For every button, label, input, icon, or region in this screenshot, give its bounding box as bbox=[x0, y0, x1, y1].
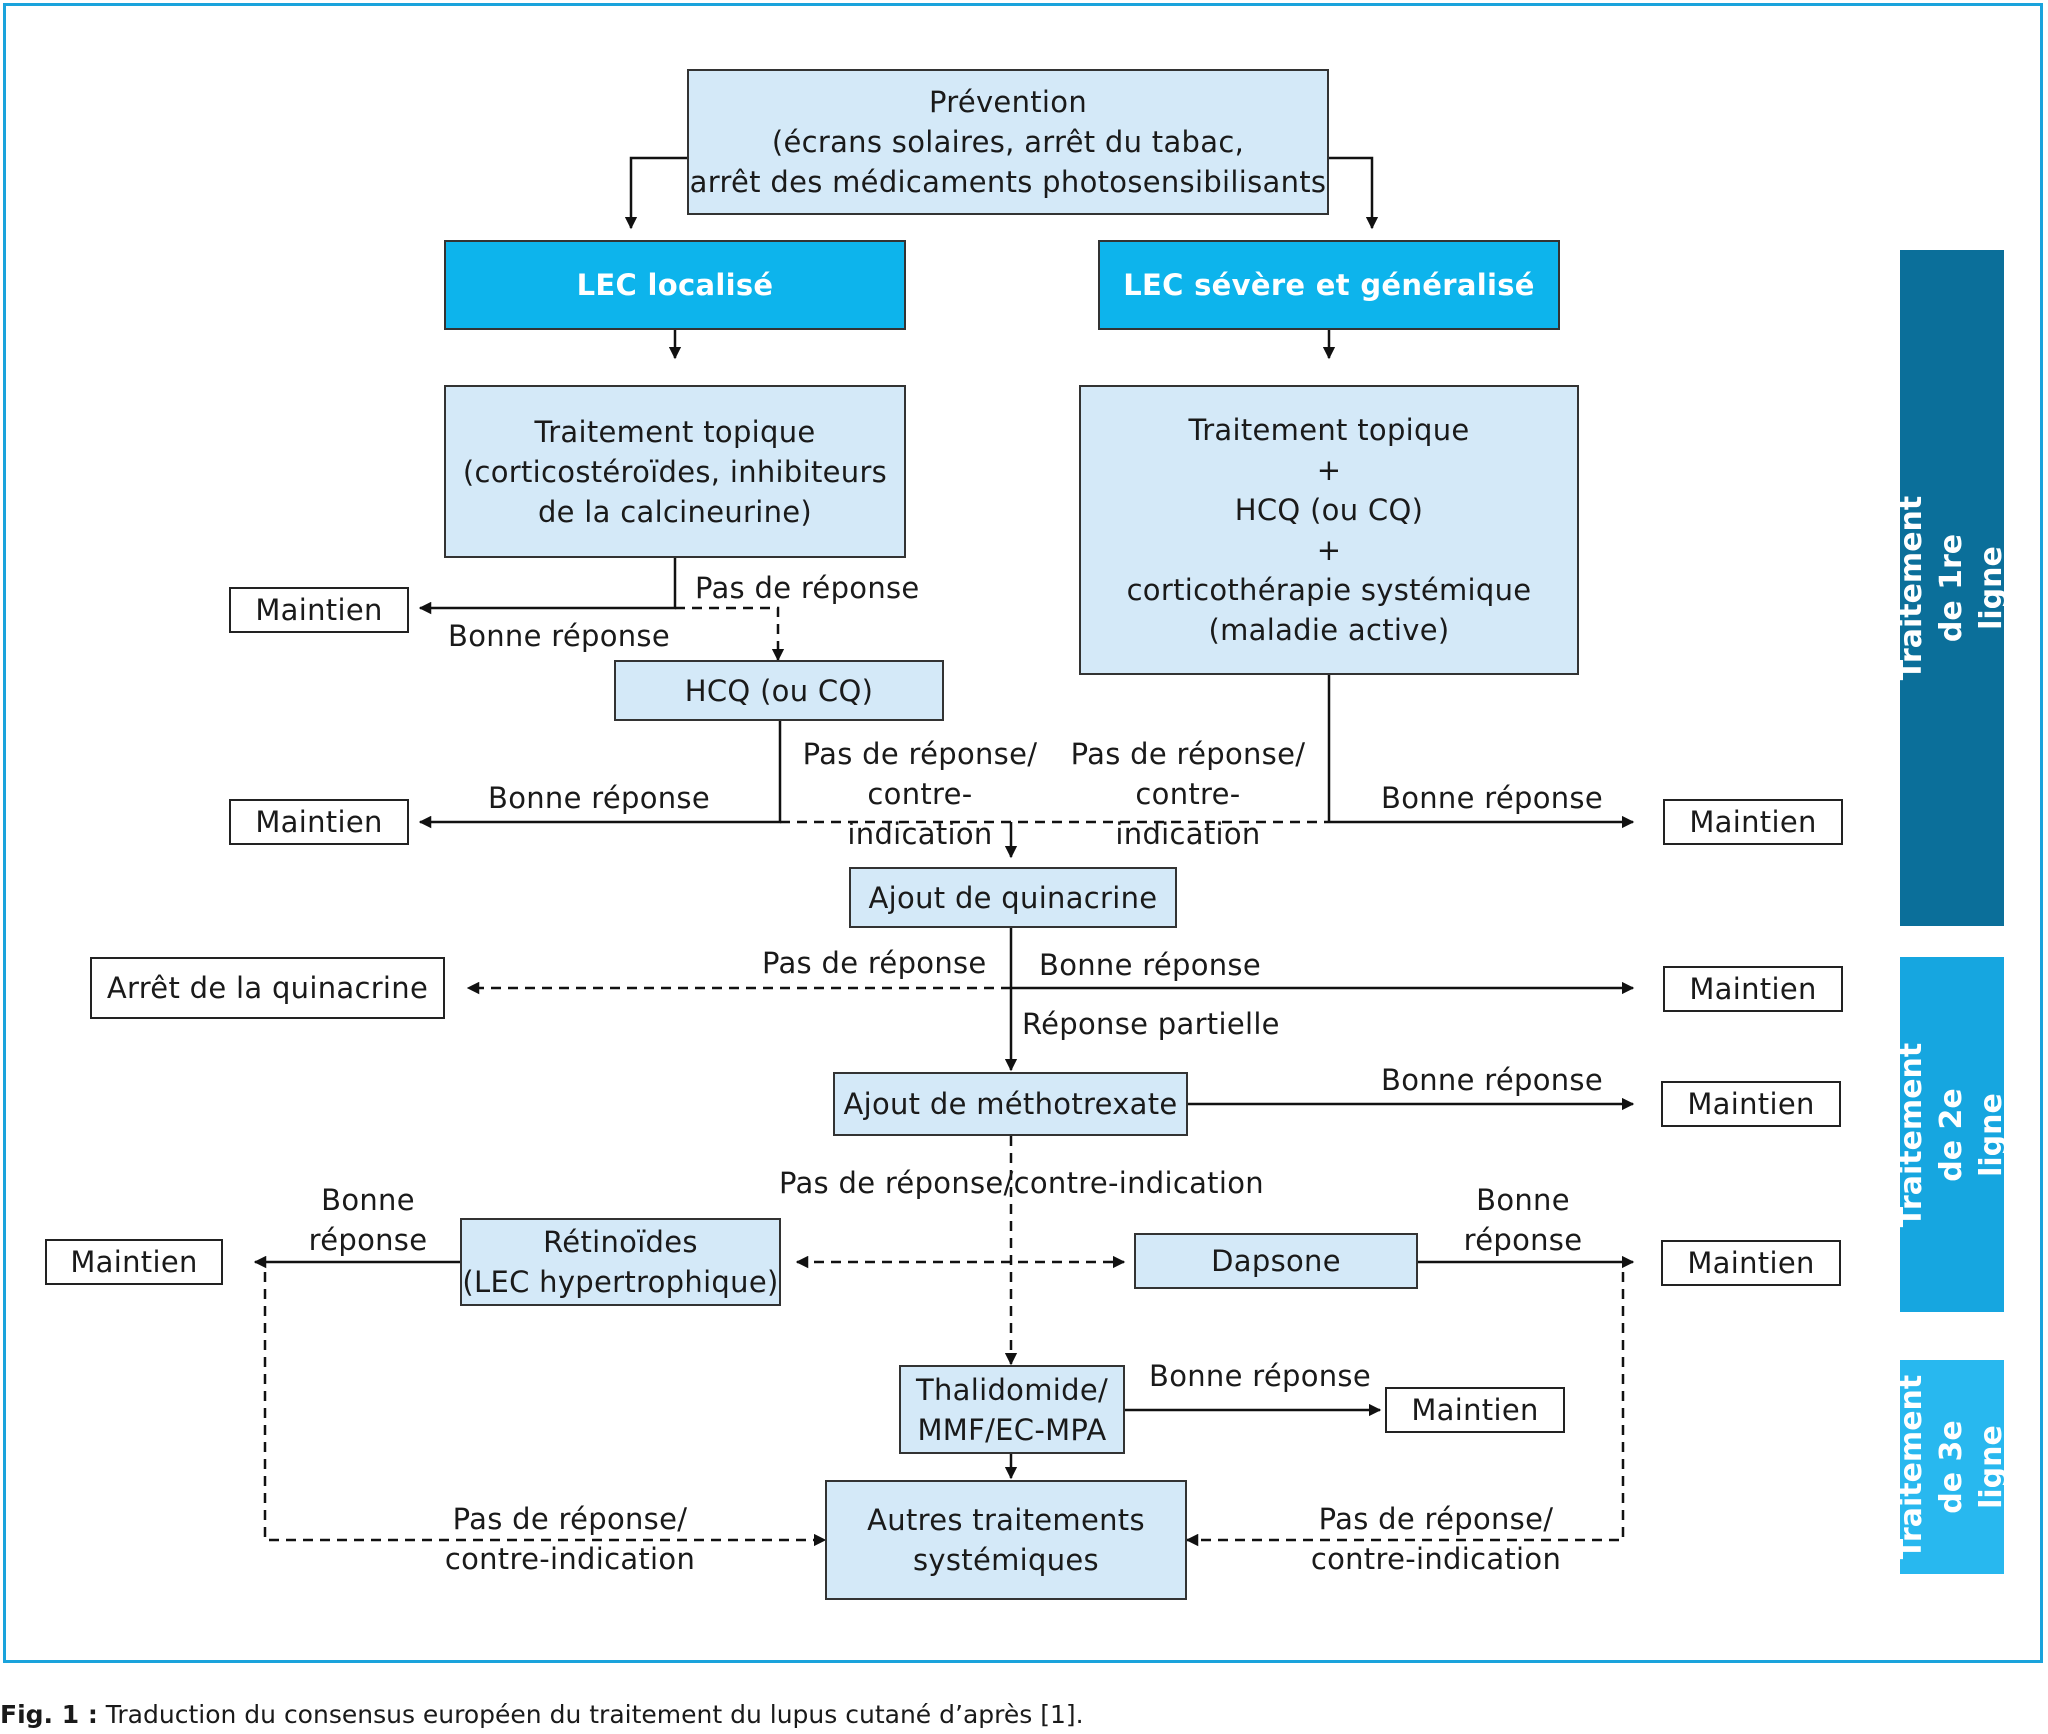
maintien-box: Maintien bbox=[229, 799, 409, 845]
retinoides-box: Rétinoïdes (LEC hypertrophique) bbox=[460, 1218, 781, 1306]
side-label-ligne1: Traitement de 1re ligne bbox=[1894, 250, 2009, 926]
maintien-box: Maintien bbox=[229, 587, 409, 633]
maintien-box: Maintien bbox=[1663, 799, 1843, 845]
maintien-box: Maintien bbox=[1661, 1240, 1841, 1286]
quinacrine-box: Ajout de quinacrine bbox=[849, 867, 1177, 928]
side-label-ligne3: Traitement de 3e ligne bbox=[1894, 1360, 2009, 1574]
edge-topique-maintien bbox=[418, 558, 677, 615]
side-label-ligne2: Traitement de 2e ligne bbox=[1894, 957, 2009, 1312]
edge-dapsone-autres bbox=[1185, 1272, 1625, 1547]
edge-label: Réponse partielle bbox=[1022, 1007, 1280, 1041]
caption-text: Traduction du consensus européen du trai… bbox=[97, 1700, 1084, 1729]
topique-local-box: Traitement topique (corticostéroïdes, in… bbox=[444, 385, 906, 558]
dapsone-box: Dapsone bbox=[1134, 1233, 1418, 1289]
lec-localise-box: LEC localisé bbox=[444, 240, 906, 330]
figure-caption: Fig. 1 : Traduction du consensus europée… bbox=[0, 1700, 1084, 1729]
edge-retinoides-autres bbox=[263, 1272, 827, 1547]
methotrexate-box: Ajout de méthotrexate bbox=[833, 1072, 1188, 1136]
topique-severe-box: Traitement topique + HCQ (ou CQ) + corti… bbox=[1079, 385, 1579, 675]
maintien-box: Maintien bbox=[1661, 1081, 1841, 1127]
caption-prefix: Fig. 1 : bbox=[0, 1700, 98, 1729]
edge-label: Pas de réponse/ contre-indication bbox=[1310, 1502, 1562, 1576]
maintien-box: Maintien bbox=[1663, 966, 1843, 1012]
edge-label: Pas de réponse bbox=[762, 946, 987, 980]
edge-label: Bonne réponse bbox=[1381, 1063, 1603, 1097]
prevention-box: Prévention (écrans solaires, arrêt du ta… bbox=[687, 69, 1329, 215]
edge-label: Pas de réponse bbox=[695, 571, 920, 605]
edge-prevention-severe bbox=[1329, 156, 1379, 230]
thalidomide-box: Thalidomide/ MMF/EC-MPA bbox=[899, 1365, 1125, 1454]
edge-label: Bonne réponse bbox=[1381, 781, 1603, 815]
maintien-box: Maintien bbox=[1385, 1387, 1565, 1433]
hcq-box: HCQ (ou CQ) bbox=[614, 660, 944, 721]
autres-box: Autres traitements systémiques bbox=[825, 1480, 1187, 1600]
edge-label: Pas de réponse/ contre-indication bbox=[802, 737, 1038, 851]
lec-severe-box: LEC sévère et généralisé bbox=[1098, 240, 1560, 330]
edge-label: Bonne réponse bbox=[1463, 1183, 1583, 1257]
edge-label: Bonne réponse bbox=[1149, 1359, 1371, 1393]
maintien-box: Maintien bbox=[45, 1239, 223, 1285]
edge-prevention-localise bbox=[624, 156, 687, 230]
edge-label: Pas de réponse/contre-indication bbox=[779, 1166, 1264, 1200]
edge-label: Bonne réponse bbox=[488, 781, 710, 815]
edge-topique-hcq bbox=[675, 606, 785, 662]
edge-label: Bonne réponse bbox=[308, 1183, 428, 1257]
edge-label: Bonne réponse bbox=[448, 619, 670, 653]
figure-frame bbox=[3, 3, 2043, 1663]
edge-label: Pas de réponse/ contre-indication bbox=[444, 1502, 696, 1576]
edge-label: Bonne réponse bbox=[1039, 948, 1261, 982]
arret-quinacrine-box: Arrêt de la quinacrine bbox=[90, 957, 445, 1019]
edge-label: Pas de réponse/ contre-indication bbox=[1070, 737, 1306, 851]
